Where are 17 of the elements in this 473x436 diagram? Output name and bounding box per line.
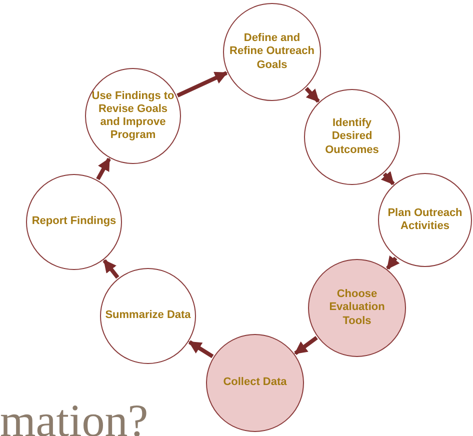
arrow	[294, 336, 318, 355]
step-label: Report Findings	[32, 215, 116, 229]
arrow	[304, 87, 320, 103]
arrow	[176, 71, 228, 98]
step-label: Choose Evaluation Tools	[328, 288, 386, 328]
step-circle	[378, 173, 472, 267]
step-label: Summarize Data	[105, 309, 191, 323]
step-label: Define and Refine Outreach Goals	[228, 32, 316, 72]
arrow	[96, 158, 111, 180]
step-label: Plan Outreach Activities	[386, 206, 464, 234]
step-label: Use Findings to Revise Goals and Improve Program	[90, 90, 176, 142]
arrow	[386, 255, 400, 270]
step-label: Collect Data	[223, 376, 287, 390]
arrow	[102, 259, 120, 279]
arrow	[188, 340, 214, 358]
arrow	[380, 171, 395, 186]
step-label: Identify Desired Outcomes	[324, 117, 380, 157]
